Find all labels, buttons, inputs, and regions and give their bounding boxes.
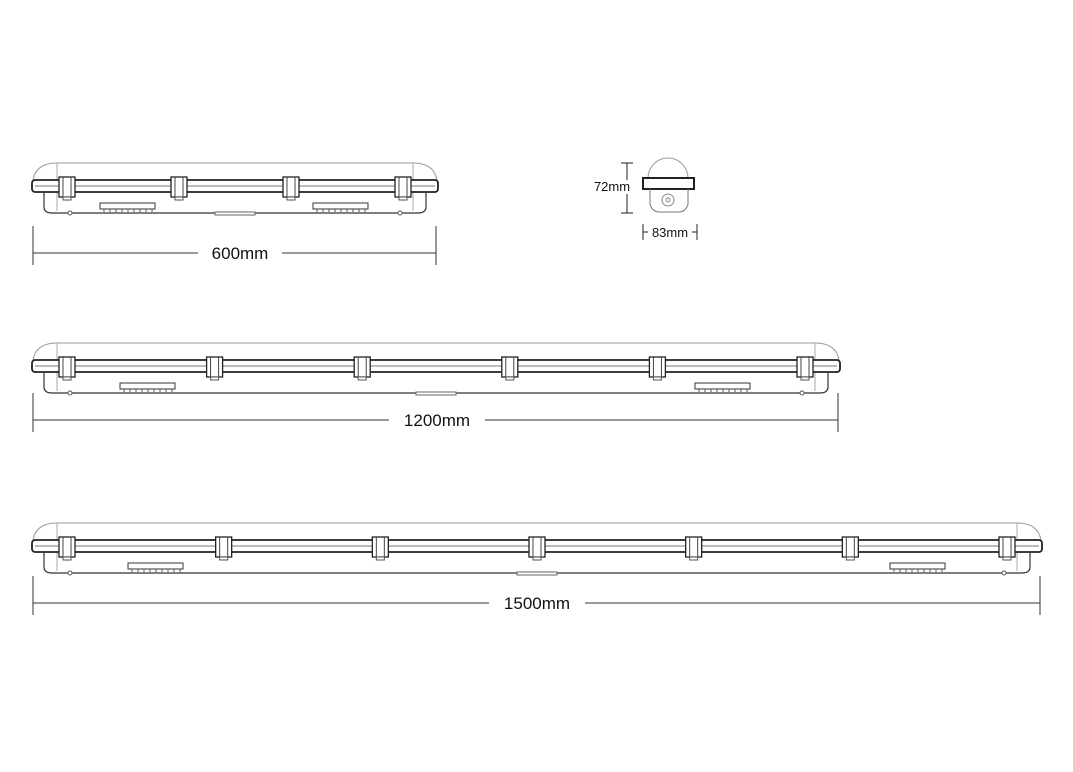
clip-foot <box>286 196 296 201</box>
clip <box>841 536 859 558</box>
clip <box>394 176 412 198</box>
clip <box>648 356 667 378</box>
screw <box>67 390 73 396</box>
vent-grille <box>99 202 156 210</box>
clip <box>58 356 76 378</box>
clip <box>58 536 76 558</box>
clip-foot <box>652 376 662 381</box>
clip <box>58 176 76 198</box>
clip-foot <box>505 376 515 381</box>
fixture-1500mm-side-view <box>31 522 1043 615</box>
clip <box>282 176 300 198</box>
dimension-label-1200mm: 1200mm <box>404 411 470 430</box>
clip <box>685 536 703 558</box>
screw <box>799 390 805 396</box>
clip-foot <box>1002 556 1012 561</box>
vent-grille <box>889 562 946 570</box>
clip <box>205 356 224 378</box>
vent-grille <box>119 382 176 390</box>
vent-grille <box>694 382 751 390</box>
clip <box>371 536 389 558</box>
clip-foot <box>174 196 184 201</box>
clip <box>215 536 233 558</box>
clip-foot <box>357 376 367 381</box>
clip <box>796 356 814 378</box>
screw <box>67 210 73 216</box>
clip-foot <box>845 556 855 561</box>
clip <box>998 536 1016 558</box>
end-view <box>621 157 698 240</box>
vent-grille <box>312 202 369 210</box>
clip-foot <box>398 196 408 201</box>
fixture-1200mm-side-view <box>31 342 841 432</box>
diffuser-outline <box>32 162 438 181</box>
diffuser-outline <box>32 522 1042 541</box>
end-view-height-label: 72mm <box>594 179 630 194</box>
dimension-label-1500mm: 1500mm <box>504 594 570 613</box>
end-view-width-label: 83mm <box>652 225 688 240</box>
clip-foot <box>62 196 72 201</box>
clip <box>353 356 371 378</box>
clip-foot <box>532 556 542 561</box>
clip <box>170 176 188 198</box>
screw <box>67 570 73 576</box>
screw <box>1001 570 1007 576</box>
center-foot <box>415 391 457 396</box>
center-foot <box>516 571 558 576</box>
clip-foot <box>800 376 810 381</box>
clip <box>501 356 519 378</box>
clip-foot <box>375 556 385 561</box>
clip-foot <box>62 556 72 561</box>
fixture-600mm-side-view <box>31 162 439 265</box>
screw <box>397 210 403 216</box>
clip-foot <box>219 556 229 561</box>
vent-grille <box>127 562 184 570</box>
diffuser-outline <box>32 342 840 361</box>
dimension-label-600mm: 600mm <box>212 244 269 263</box>
clip-foot <box>689 556 699 561</box>
clip-foot <box>210 376 220 381</box>
clip <box>528 536 546 558</box>
center-foot <box>214 211 256 216</box>
clip-foot <box>62 376 72 381</box>
